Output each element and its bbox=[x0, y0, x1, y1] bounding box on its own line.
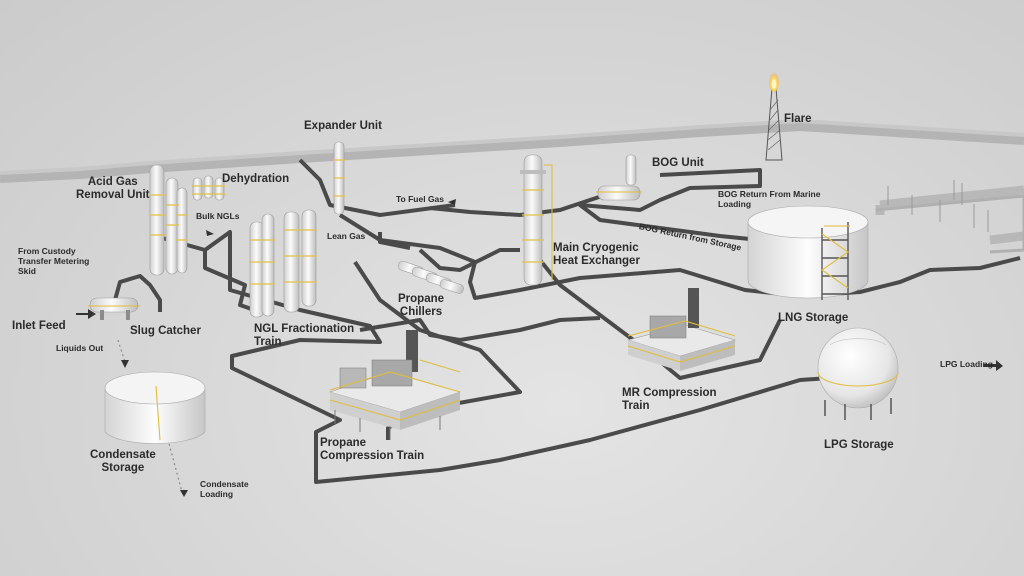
label-lpg-storage: LPG Storage bbox=[824, 439, 894, 451]
label-dehydration: Dehydration bbox=[222, 173, 290, 185]
bog-unit bbox=[596, 154, 642, 201]
flow-arrows bbox=[76, 199, 1003, 497]
label-inlet-feed: Inlet Feed bbox=[12, 320, 66, 332]
arrow-right-icon bbox=[76, 309, 96, 319]
slug-catcher bbox=[88, 297, 140, 320]
propane-compression-train bbox=[328, 330, 462, 440]
label-bulk-ngls: Bulk NGLs bbox=[196, 211, 240, 221]
label-condensate-storage: Condensate Storage bbox=[90, 449, 156, 475]
label-propane-chillers: Propane Chillers bbox=[398, 293, 445, 319]
label-bog-unit: BOG Unit bbox=[652, 157, 704, 169]
label-liquids-out: Liquids Out bbox=[56, 343, 104, 353]
label-lng-storage: LNG Storage bbox=[778, 312, 849, 324]
label-ngl-fractionation-train: NGL Fractionation Train bbox=[254, 323, 355, 349]
arrow-right-icon bbox=[180, 490, 188, 497]
ngl-fractionation-towers bbox=[249, 209, 317, 318]
perimeter-wall bbox=[0, 118, 1024, 254]
label-custody-transfer: From Custody Transfer Metering Skid bbox=[18, 246, 90, 276]
label-flare: Flare bbox=[784, 113, 812, 125]
label-bog-return-marine: BOG Return From Marine Loading bbox=[718, 189, 821, 209]
label-lpg-loading: LPG Loading bbox=[940, 359, 993, 369]
arrow-right-icon bbox=[984, 360, 1003, 371]
arrow-right-icon bbox=[206, 230, 214, 236]
label-condensate-loading: Condensate Loading bbox=[200, 479, 249, 499]
label-acid-gas-removal-unit: Acid Gas Removal Unit bbox=[76, 176, 150, 202]
acid-gas-towers bbox=[149, 164, 188, 276]
flare-stack bbox=[765, 72, 783, 161]
label-propane-compression-train: Propane Compression Train bbox=[320, 437, 425, 463]
label-mr-compression-train: MR Compression Train bbox=[622, 387, 717, 413]
label-main-cryogenic-heat-exchanger: Main Cryogenic Heat Exchanger bbox=[553, 242, 640, 268]
arrow-right-icon bbox=[448, 199, 456, 205]
condensate-storage-tank bbox=[104, 371, 206, 444]
dehydration-vessels bbox=[192, 175, 225, 201]
mr-compression-train bbox=[626, 288, 737, 371]
light-poles bbox=[887, 180, 989, 232]
lpg-storage-sphere bbox=[817, 327, 899, 420]
label-expander-unit: Expander Unit bbox=[304, 120, 382, 132]
arrow-right-icon bbox=[121, 360, 129, 368]
propane-chillers bbox=[397, 260, 464, 294]
label-slug-catcher: Slug Catcher bbox=[130, 325, 201, 337]
label-to-fuel-gas: To Fuel Gas bbox=[396, 194, 445, 204]
lng-storage-tank bbox=[747, 205, 869, 300]
secondary-lines bbox=[117, 339, 183, 493]
expander-unit-tower bbox=[333, 141, 345, 215]
main-cryogenic-heat-exchanger bbox=[520, 154, 553, 286]
label-lean-gas: Lean Gas bbox=[327, 231, 366, 241]
